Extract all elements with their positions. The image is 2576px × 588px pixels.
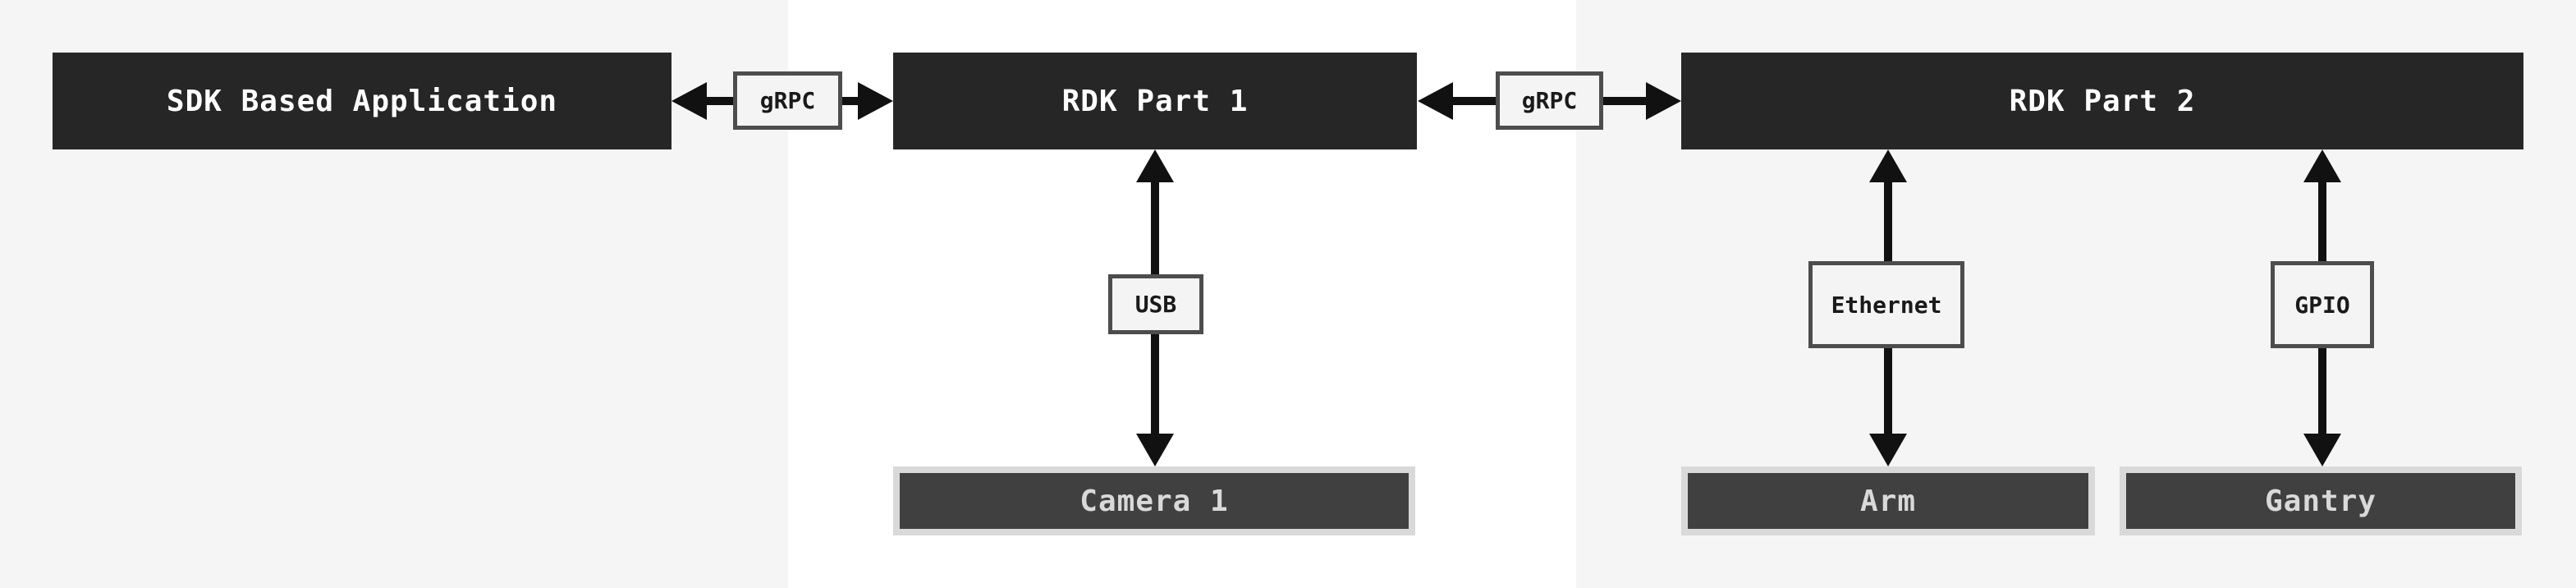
arrowhead-up-icon: [1869, 149, 1907, 182]
arrowhead-down-icon: [1136, 434, 1174, 466]
arrowhead-up-icon: [2303, 149, 2341, 182]
gpio-label: GPIO: [2294, 291, 2350, 319]
node-rdk-part-1-label: RDK Part 1: [1061, 84, 1249, 118]
connection-label-ethernet: Ethernet: [1808, 261, 1964, 348]
arrow-shaft: [1603, 97, 1651, 105]
arrowhead-right-icon: [1646, 82, 1681, 120]
connection-label-grpc-2: gRPC: [1496, 71, 1603, 130]
node-arm: Arm: [1681, 466, 2095, 535]
connection-label-usb: USB: [1108, 274, 1203, 334]
arrow-shaft: [699, 97, 733, 105]
node-sdk-label: SDK Based Application: [166, 84, 558, 118]
grpc-1-label: gRPC: [759, 87, 816, 114]
node-gantry: Gantry: [2120, 466, 2522, 535]
arrow-shaft: [842, 97, 864, 105]
usb-label: USB: [1134, 291, 1177, 318]
connection-label-gpio: GPIO: [2271, 261, 2374, 348]
connection-label-grpc-1: gRPC: [733, 71, 842, 130]
arrow-shaft: [1447, 97, 1496, 105]
arrowhead-down-icon: [1869, 434, 1907, 466]
node-sdk-based-application: SDK Based Application: [53, 53, 672, 149]
arrowhead-down-icon: [2303, 434, 2341, 466]
node-rdk-part-2: RDK Part 2: [1681, 53, 2523, 149]
arrowhead-left-icon: [1418, 82, 1453, 120]
node-camera-1: Camera 1: [893, 466, 1415, 535]
arrowhead-up-icon: [1136, 149, 1174, 182]
grpc-2-label: gRPC: [1521, 87, 1578, 114]
gantry-label: Gantry: [2264, 484, 2377, 518]
arm-label: Arm: [1859, 484, 1917, 518]
node-rdk-part-2-label: RDK Part 2: [2009, 84, 2196, 118]
ethernet-label: Ethernet: [1831, 291, 1942, 319]
arrowhead-left-icon: [672, 82, 707, 120]
camera-1-label: Camera 1: [1079, 484, 1229, 518]
node-rdk-part-1: RDK Part 1: [893, 53, 1417, 149]
arrowhead-right-icon: [858, 82, 893, 120]
